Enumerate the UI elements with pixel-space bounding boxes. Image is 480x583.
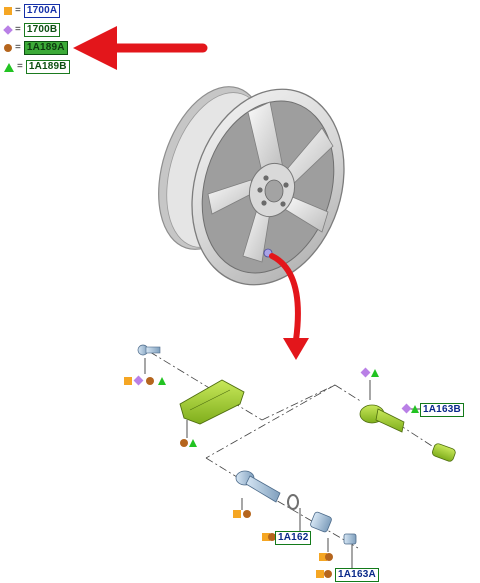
legend-code-1700a: 1700A — [23, 4, 61, 18]
legend-row-1700a: = 1700A — [4, 4, 61, 18]
nut-symbols — [262, 533, 333, 561]
valve-stem-icon — [235, 470, 281, 503]
tpms-screw-icon — [137, 344, 161, 356]
legend-code-1700b: 1700B — [23, 23, 61, 37]
screw-symbols — [124, 375, 166, 386]
legend-equals: = — [15, 42, 21, 53]
stem-sensor-symbols — [360, 367, 419, 414]
callout-valve-stem: 1A162 — [275, 531, 312, 545]
valve-nut-icon — [310, 511, 332, 533]
legend-row-1a189b: = 1A189B — [4, 60, 70, 74]
sensor-symbols — [180, 439, 197, 447]
legend-equals: = — [15, 5, 21, 16]
green-triangle-icon — [4, 62, 14, 72]
tpms-sensor-icon — [179, 379, 245, 425]
callout-valve-core: 1A163A — [335, 568, 379, 582]
alloy-wheel-icon — [158, 86, 345, 286]
legend-code-1a189a: 1A189A — [23, 41, 68, 55]
legend-row-1700b: = 1700B — [3, 23, 61, 37]
valve-core-icon — [343, 533, 357, 545]
purple-diamond-icon — [3, 25, 13, 35]
brown-circle-icon — [4, 44, 12, 52]
orange-square-icon — [4, 7, 12, 15]
legend-equals: = — [17, 61, 23, 72]
red-curved-arrow-icon — [269, 253, 309, 360]
assembly-lines — [149, 351, 433, 549]
core-symbols — [316, 570, 332, 578]
valve-stem-sensor-icon — [359, 404, 405, 433]
callout-valve-cap: 1A163B — [420, 403, 464, 417]
valve-washer-icon — [287, 494, 299, 510]
valve-cap-icon — [431, 443, 456, 462]
stem-symbols — [233, 510, 251, 518]
red-arrow-icon — [73, 26, 208, 70]
legend-row-1a189a: = 1A189A — [4, 41, 68, 55]
legend-code-1a189b: 1A189B — [25, 60, 70, 74]
legend-equals: = — [15, 24, 21, 35]
